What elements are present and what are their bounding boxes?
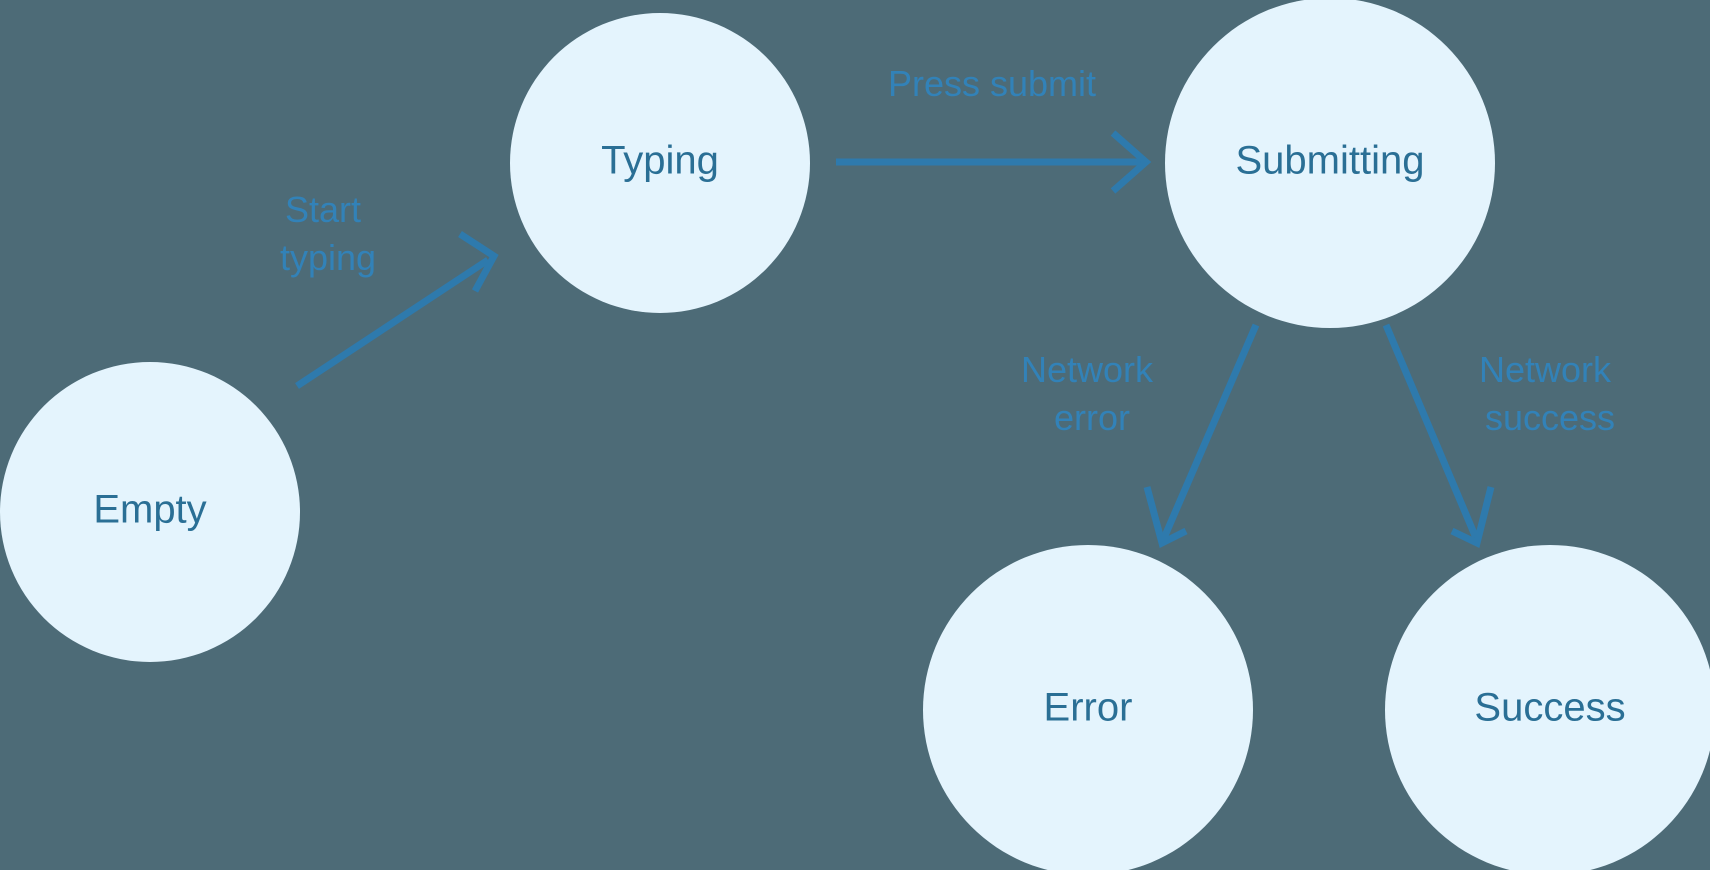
edge-label-typing-to-submitting: Press submit — [888, 63, 1096, 104]
edge-label-submitting-to-success: Network success — [1479, 349, 1621, 438]
edge-label-submitting-to-error: Network error — [1021, 349, 1163, 438]
node-submitting[interactable]: Submitting — [1165, 0, 1495, 328]
edge-label-line: success — [1485, 397, 1615, 438]
node-circle-success[interactable] — [1385, 545, 1710, 870]
edge-label-line: Network — [1021, 349, 1154, 390]
arrowhead-typing-to-submitting — [1110, 130, 1152, 194]
edge-line-submitting-to-success — [1382, 323, 1480, 540]
edge-empty-to-typing: Start typing — [280, 189, 499, 389]
edge-line-submitting-to-error — [1160, 323, 1260, 540]
edge-submitting-to-success: Network success — [1382, 323, 1621, 549]
edge-label-line: Network — [1479, 349, 1612, 390]
node-empty[interactable]: Empty — [0, 362, 300, 662]
node-label-empty: Empty — [93, 488, 206, 532]
node-label-submitting: Submitting — [1236, 139, 1425, 183]
edge-label-line: typing — [280, 237, 376, 278]
edge-typing-to-submitting: Press submit — [836, 63, 1152, 194]
edge-label-line: Start — [285, 189, 361, 230]
arrowhead-submitting-to-success — [1450, 486, 1495, 549]
arrowhead-submitting-to-error — [1143, 486, 1188, 549]
node-circle-typing[interactable] — [510, 13, 810, 313]
edge-label-empty-to-typing: Start typing — [280, 189, 376, 278]
node-label-error: Error — [1044, 686, 1133, 730]
node-circle-empty[interactable] — [0, 362, 300, 662]
node-circle-error[interactable] — [923, 545, 1253, 870]
node-circle-submitting[interactable] — [1165, 0, 1495, 328]
edge-line-empty-to-typing — [295, 257, 490, 389]
node-label-typing: Typing — [601, 139, 719, 183]
node-typing[interactable]: Typing — [510, 13, 810, 313]
node-label-success: Success — [1474, 686, 1625, 730]
edge-submitting-to-error: Network error — [1021, 323, 1260, 549]
node-error[interactable]: Error — [923, 545, 1253, 870]
edge-label-line: error — [1054, 397, 1130, 438]
node-success[interactable]: Success — [1385, 545, 1710, 870]
arrowhead-empty-to-typing — [458, 231, 499, 293]
edge-label-line: Press submit — [888, 63, 1096, 104]
